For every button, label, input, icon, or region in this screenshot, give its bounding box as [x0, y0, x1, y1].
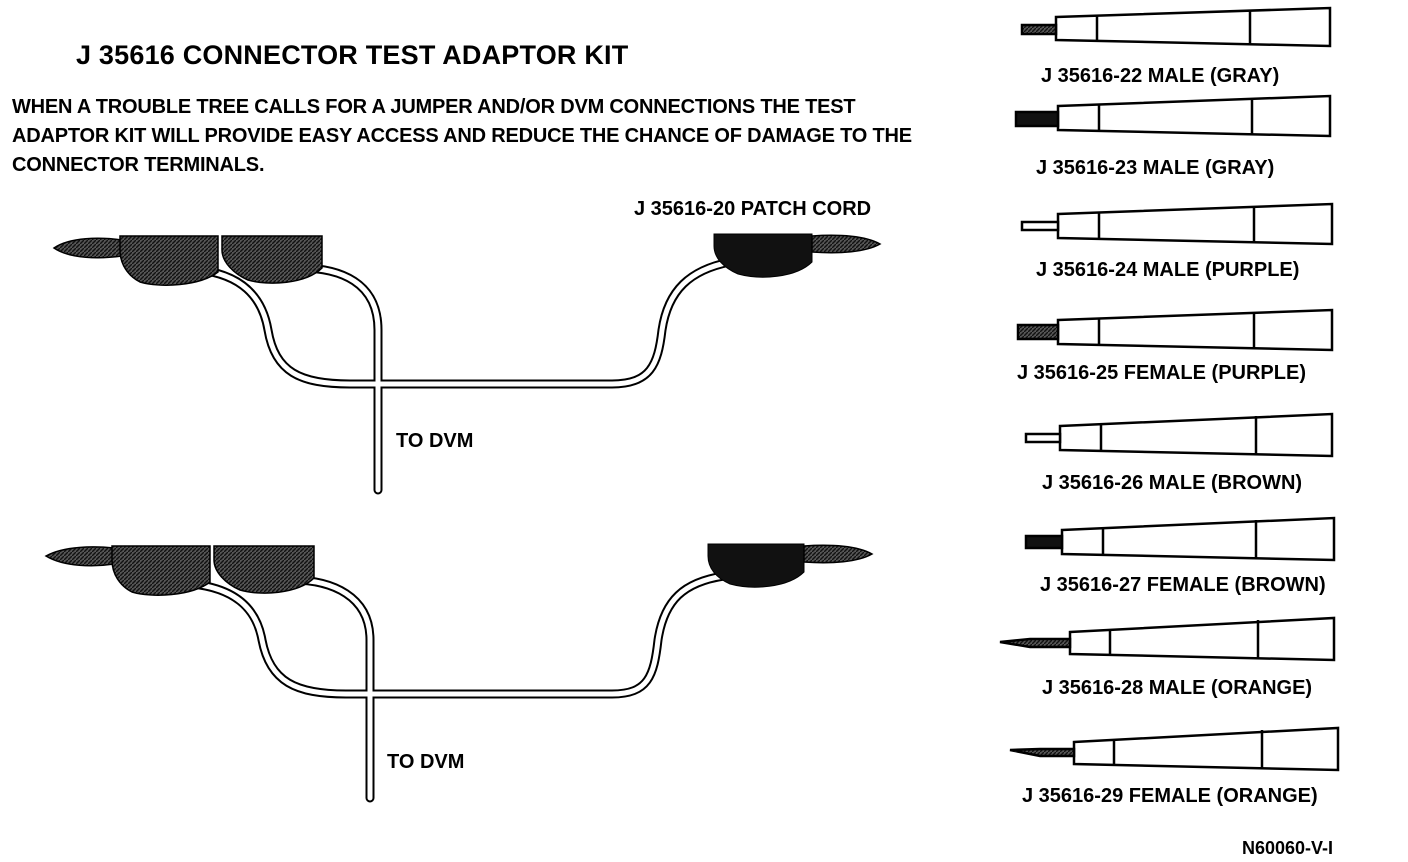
- adaptor-23-label: J 35616-23 MALE (GRAY): [1036, 157, 1275, 179]
- adaptor-22-drawing: [1020, 6, 1332, 48]
- stacked-plug-left: [52, 235, 323, 286]
- adaptor-23-drawing: [1014, 94, 1332, 138]
- patch-cord-2: [44, 543, 874, 803]
- patch-cord-label: J 35616-20 PATCH CORD: [634, 198, 872, 220]
- adaptor-27-label: J 35616-27 FEMALE (BROWN): [1040, 574, 1326, 596]
- figure-code: N60060-V-I: [1242, 838, 1334, 858]
- adaptor-26-label: J 35616-26 MALE (BROWN): [1042, 472, 1303, 494]
- cord-wire: [195, 257, 735, 495]
- adaptor-29-drawing: [1009, 726, 1340, 772]
- page-title: J 35616 CONNECTOR TEST ADAPTOR KIT: [76, 40, 629, 70]
- adaptor-25-label: J 35616-25 FEMALE (PURPLE): [1017, 362, 1306, 384]
- description-text: WHEN A TROUBLE TREE CALLS FOR A JUMPER A…: [12, 96, 912, 176]
- adaptor-24-label: J 35616-24 MALE (PURPLE): [1036, 259, 1300, 281]
- adaptor-26-drawing: [1024, 412, 1334, 458]
- to-dvm-label-1: TO DVM: [396, 430, 474, 452]
- adaptor-22-label: J 35616-22 MALE (GRAY): [1041, 65, 1280, 87]
- single-plug-right: [713, 233, 882, 278]
- adaptor-28-label: J 35616-28 MALE (ORANGE): [1042, 677, 1313, 699]
- patch-cord-1: [52, 233, 882, 495]
- adaptor-28-drawing: [999, 616, 1336, 662]
- to-dvm-label-2: TO DVM: [387, 751, 465, 773]
- adaptor-24-drawing: [1020, 202, 1334, 246]
- adaptor-25-drawing: [1016, 308, 1334, 352]
- adaptor-29-label: J 35616-29 FEMALE (ORANGE): [1022, 785, 1318, 807]
- adaptor-27-drawing: [1024, 516, 1336, 562]
